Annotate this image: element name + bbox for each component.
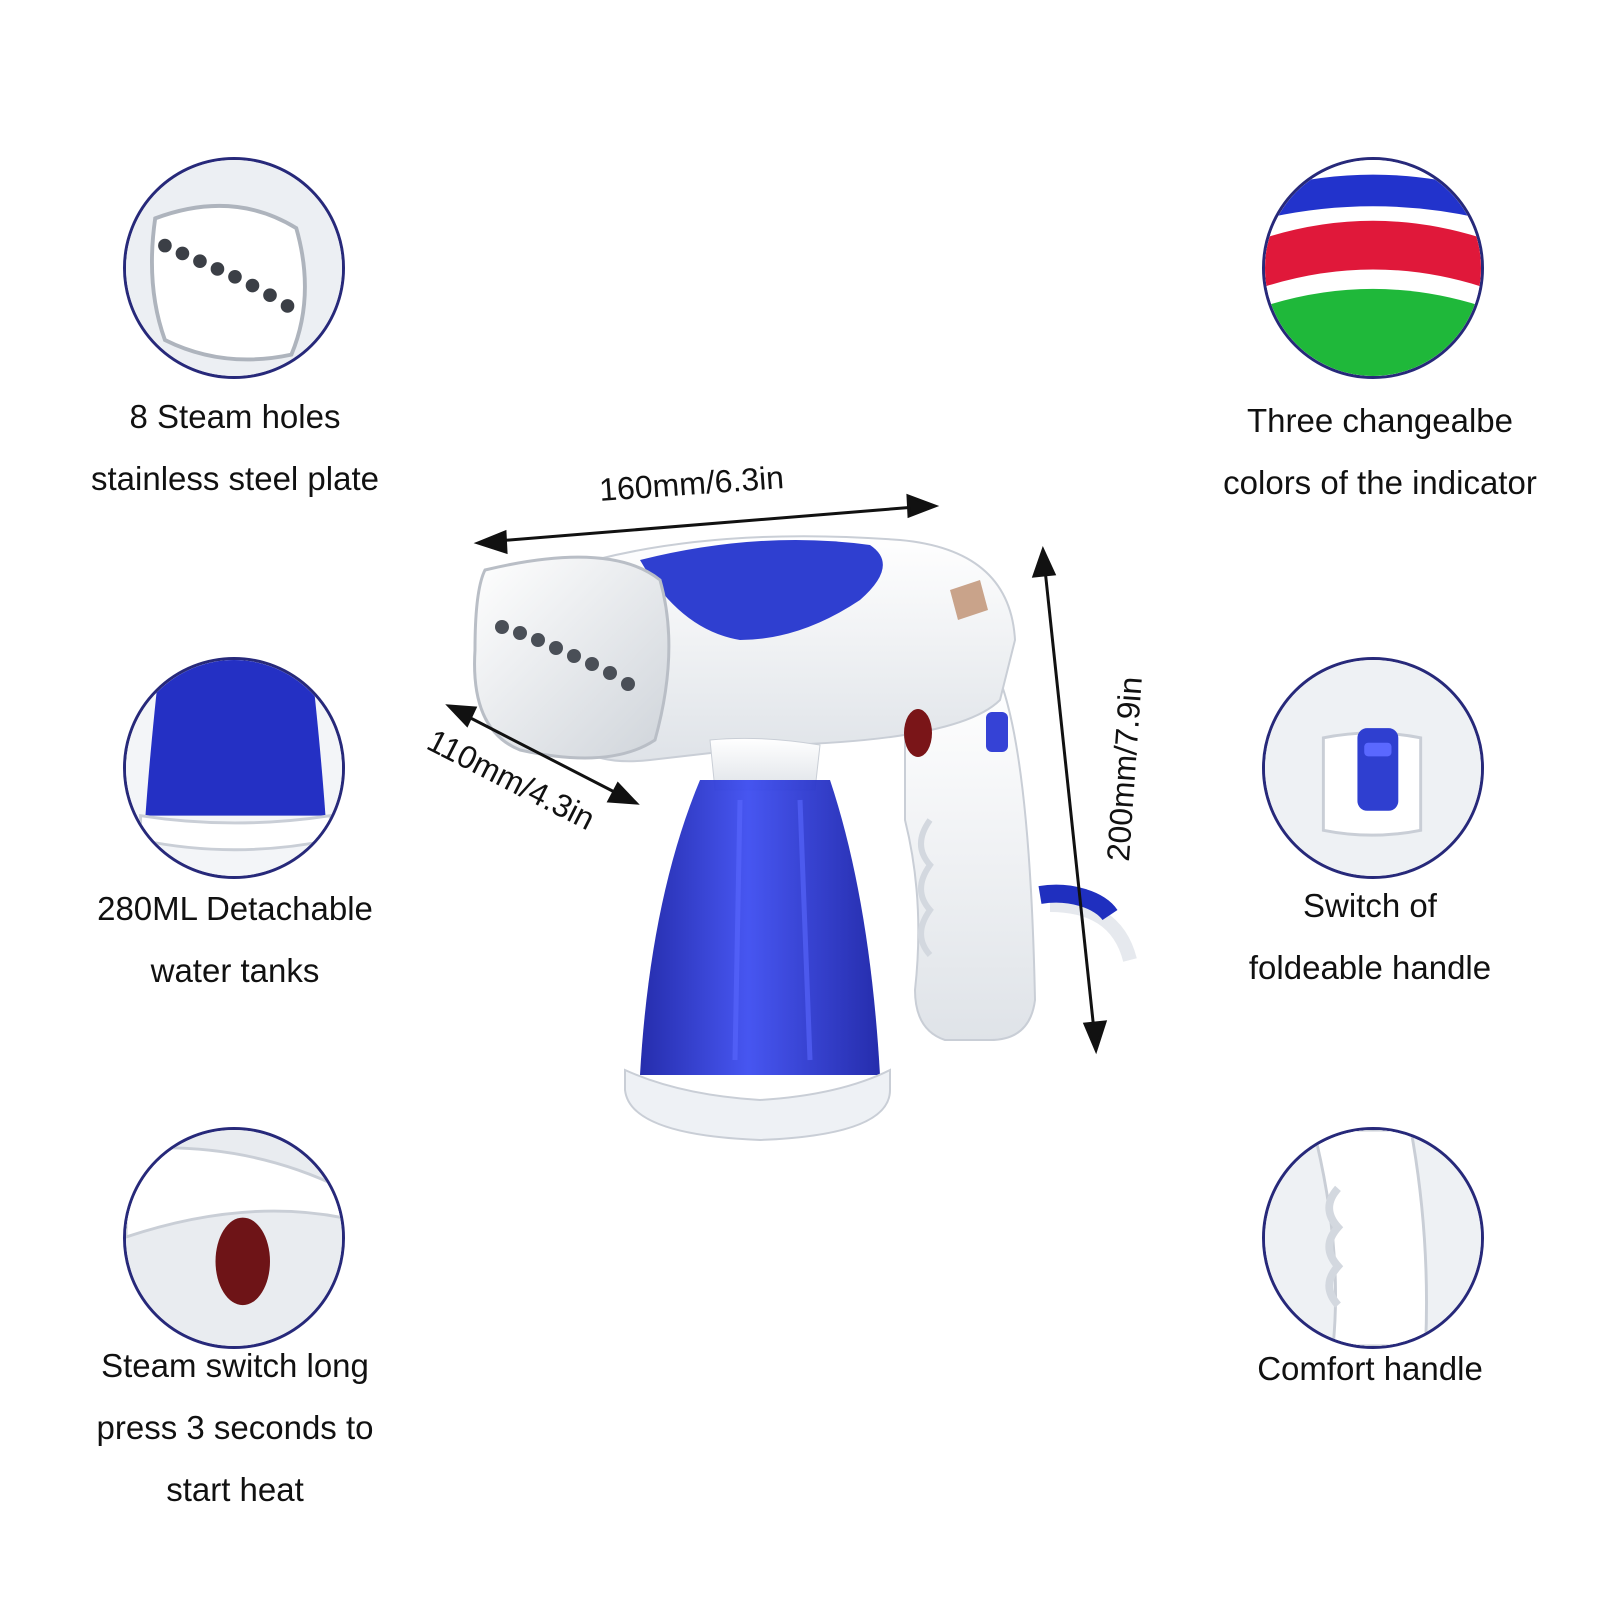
water-tank-caption: 280ML Detachable water tanks bbox=[45, 878, 425, 1002]
indicator-colors-closeup-image bbox=[1262, 157, 1484, 379]
caption-line: start heat bbox=[166, 1471, 304, 1508]
caption-line: 8 Steam holes bbox=[129, 398, 341, 435]
caption-line: Three changealbe bbox=[1246, 402, 1514, 439]
caption-line: colors of the indicator bbox=[1223, 464, 1537, 501]
caption-line: water tanks bbox=[150, 952, 320, 989]
steam-switch-closeup-image bbox=[123, 1127, 345, 1349]
caption-line: press 3 seconds to bbox=[96, 1409, 374, 1446]
indicator-caption: Three changealbe colors of the indicator bbox=[1190, 390, 1570, 514]
caption-line: stainless steel plate bbox=[91, 460, 379, 497]
caption-line: 280ML Detachable bbox=[97, 890, 373, 927]
caption-line: foldeable handle bbox=[1248, 949, 1492, 986]
water-tank-closeup-image bbox=[123, 657, 345, 879]
fold-switch-caption: Switch of foldeable handle bbox=[1180, 875, 1560, 999]
steam-holes-caption: 8 Steam holes stainless steel plate bbox=[45, 386, 425, 510]
steam-switch-caption: Steam switch long press 3 seconds to sta… bbox=[45, 1335, 425, 1521]
steam-plate-closeup-image bbox=[123, 157, 345, 379]
caption-line: Comfort handle bbox=[1257, 1350, 1483, 1387]
comfort-handle-closeup-image bbox=[1262, 1127, 1484, 1349]
caption-line: Switch of bbox=[1303, 887, 1437, 924]
fold-switch-closeup-image bbox=[1262, 657, 1484, 879]
caption-line: Steam switch long bbox=[101, 1347, 369, 1384]
comfort-handle-caption: Comfort handle bbox=[1180, 1338, 1560, 1400]
